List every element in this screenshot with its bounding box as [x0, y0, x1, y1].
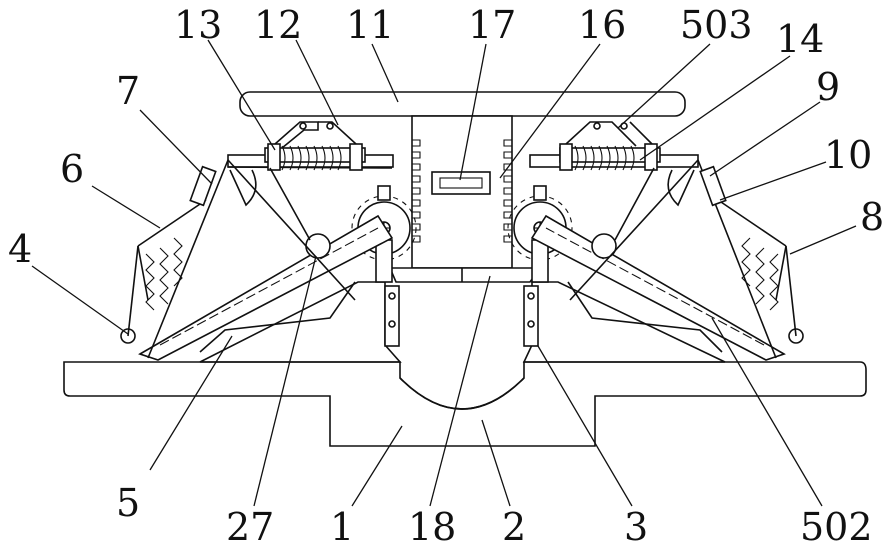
label-14: 14	[776, 17, 824, 61]
top-plate	[240, 92, 685, 116]
label-3: 3	[624, 505, 648, 549]
left-outer-linkage	[121, 167, 216, 343]
label-5: 5	[116, 481, 140, 525]
label-10: 10	[824, 133, 872, 177]
label-27: 27	[226, 505, 274, 549]
label-13: 13	[174, 3, 222, 47]
label-503: 503	[680, 3, 753, 47]
central-column	[390, 116, 540, 282]
label-12: 12	[254, 3, 302, 47]
label-7: 7	[116, 69, 140, 113]
label-17: 17	[468, 3, 516, 47]
left-diagonal-arm	[140, 216, 392, 360]
label-1: 1	[330, 505, 354, 549]
label-2: 2	[502, 505, 526, 549]
label-9: 9	[816, 65, 840, 109]
label-502: 502	[800, 505, 873, 549]
base	[64, 282, 866, 446]
left-vertical-leg	[376, 240, 399, 346]
label-4: 4	[8, 227, 32, 271]
label-18: 18	[408, 505, 456, 549]
right-vertical-leg	[524, 240, 548, 346]
label-6: 6	[60, 147, 84, 191]
label-8: 8	[860, 195, 884, 239]
label-11: 11	[346, 3, 394, 47]
label-16: 16	[578, 3, 626, 47]
